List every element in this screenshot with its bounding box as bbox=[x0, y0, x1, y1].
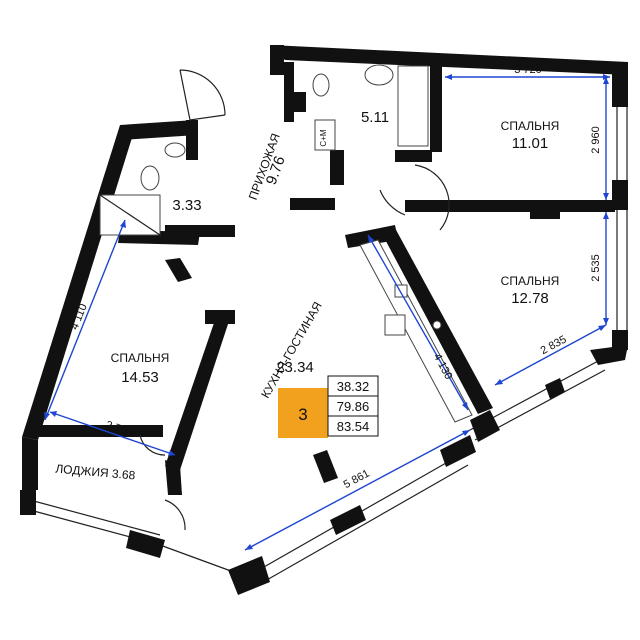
dim-right-width-line bbox=[494, 324, 607, 386]
dim-left-width-line bbox=[49, 411, 176, 456]
washer-closet bbox=[314, 119, 336, 151]
total-area: 79.86 bbox=[337, 399, 370, 414]
bathroom-small-area: 3.33 bbox=[172, 197, 201, 214]
dim-top-width: 3 720 bbox=[514, 64, 542, 76]
closet-label: С+М bbox=[319, 129, 328, 146]
bedroom-left-name: СПАЛЬНЯ bbox=[111, 351, 170, 365]
bedroom-top-area: 11.01 bbox=[512, 135, 548, 152]
dimension-lines bbox=[44, 74, 610, 551]
small-sink bbox=[164, 142, 186, 158]
rooms-count: 3 bbox=[298, 405, 307, 424]
apartment-summary-badge: 3 38.32 79.86 83.54 bbox=[278, 375, 379, 438]
dim-bottom-diag: 5 861 bbox=[342, 468, 372, 492]
toilet bbox=[312, 73, 330, 97]
total-with-loggia-box bbox=[327, 415, 379, 437]
stove bbox=[384, 314, 406, 336]
dim-bottom-diag-line bbox=[244, 429, 471, 551]
small-toilet bbox=[140, 165, 160, 191]
kitchen-area: 23.34 bbox=[276, 359, 314, 376]
fixtures bbox=[99, 64, 473, 423]
bathtub bbox=[397, 65, 429, 147]
dim-top-height: 2 960 bbox=[590, 126, 602, 154]
total-with-loggia: 83.54 bbox=[337, 419, 370, 434]
sink bbox=[364, 64, 394, 86]
bedroom-right-area: 12.78 bbox=[511, 290, 549, 307]
dim-right-height: 2 535 bbox=[590, 254, 602, 282]
entry-door bbox=[179, 69, 226, 116]
rooms-count-box bbox=[278, 388, 328, 438]
bedroom-right-name: СПАЛЬНЯ bbox=[501, 274, 560, 288]
bedroom-left-area: 14.53 bbox=[121, 369, 159, 386]
doors bbox=[139, 69, 450, 531]
dim-kitchen-depth-line bbox=[367, 234, 469, 411]
loggia-label: ЛОДЖИЯ 3.68 bbox=[55, 462, 136, 483]
kitchen-name: КУХНЯ-ГОСТИНАЯ bbox=[258, 299, 325, 400]
boiler bbox=[432, 320, 442, 330]
bathroom-main-area: 5.11 bbox=[361, 109, 389, 126]
bedroom-top-name: СПАЛЬНЯ bbox=[501, 119, 560, 133]
dim-left-height-line bbox=[44, 219, 126, 421]
living-area: 38.32 bbox=[337, 379, 370, 394]
